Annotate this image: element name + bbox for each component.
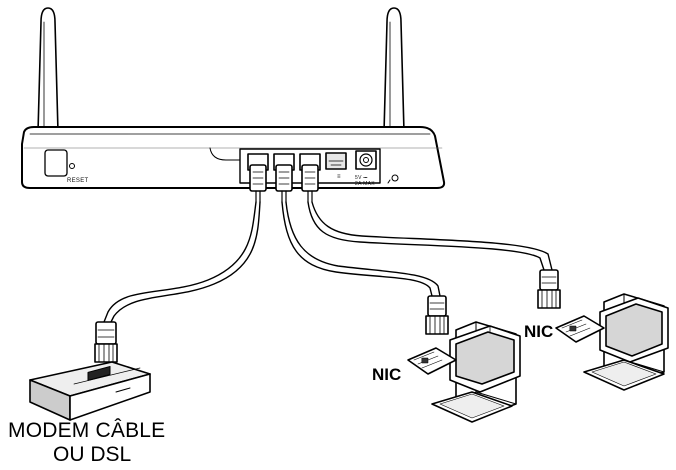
cable-pc-right <box>301 164 561 309</box>
cable-modem <box>94 164 267 363</box>
power-rating-line-2: 2A MAX <box>355 181 375 187</box>
nic-label-left: NIC <box>372 365 402 384</box>
modem-icon <box>29 361 151 421</box>
cable-pc-left <box>275 164 449 335</box>
modem-label-line-2: OU DSL <box>53 443 132 466</box>
modem-label-line-1: MODEM CÂBLE <box>8 419 166 442</box>
computer-right-icon <box>555 293 669 391</box>
power-rating-line-1: 5V ⎓ <box>355 175 368 181</box>
computer-left-icon <box>407 321 521 423</box>
reset-label: RESET <box>67 178 89 184</box>
power-rating-label: 5V ⎓ 2A MAX <box>355 175 375 187</box>
wan-port-mark: ≡ <box>337 174 341 180</box>
nic-label-right: NIC <box>524 322 554 341</box>
